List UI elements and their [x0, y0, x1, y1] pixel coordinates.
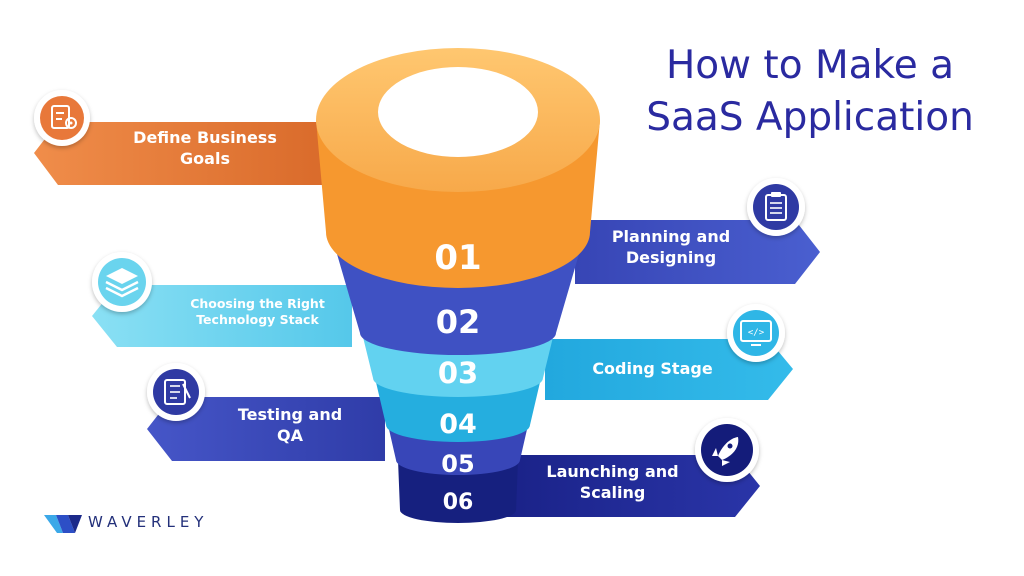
arrow-step-02 [575, 220, 820, 284]
step-03-label: Choosing the Right Technology Stack [190, 296, 325, 328]
step-06-label: Launching and Scaling [546, 462, 679, 502]
step-number-06: 06 [442, 490, 474, 515]
step-01-label: Define Business Goals [133, 128, 277, 168]
title-line-2: SaaS Application [646, 95, 974, 140]
funnel-layer-01 [316, 48, 600, 288]
rocket-icon [695, 418, 759, 482]
arrow-step-05 [147, 397, 385, 461]
test-checklist-icon [147, 363, 205, 421]
goal-checklist-icon [34, 90, 90, 146]
svg-text:</>: </> [748, 328, 765, 338]
layers-icon [92, 252, 152, 312]
step-05-label: Testing and QA [237, 405, 343, 445]
step-number-03: 03 [437, 356, 479, 390]
step-02-label: Planning and Designing [611, 227, 731, 267]
title-line-1: How to Make a [665, 43, 955, 88]
waverley-logo-icon [44, 515, 82, 533]
step-number-01: 01 [434, 238, 482, 278]
funnel-opening [378, 67, 538, 157]
brand-name: WAVERLEY [88, 513, 209, 531]
step-04-label: Coding Stage [592, 359, 713, 378]
step-number-02: 02 [435, 303, 481, 341]
step-number-05: 05 [441, 450, 475, 478]
arrow-step-06 [505, 455, 760, 517]
page-title: How to Make a SaaS Application [600, 40, 1020, 144]
arrow-step-04 [545, 339, 793, 400]
clipboard-icon [747, 178, 805, 236]
code-monitor-icon: </> [727, 304, 785, 362]
arrow-step-03 [92, 285, 352, 347]
step-number-04: 04 [439, 409, 477, 440]
arrow-step-01 [34, 122, 332, 185]
